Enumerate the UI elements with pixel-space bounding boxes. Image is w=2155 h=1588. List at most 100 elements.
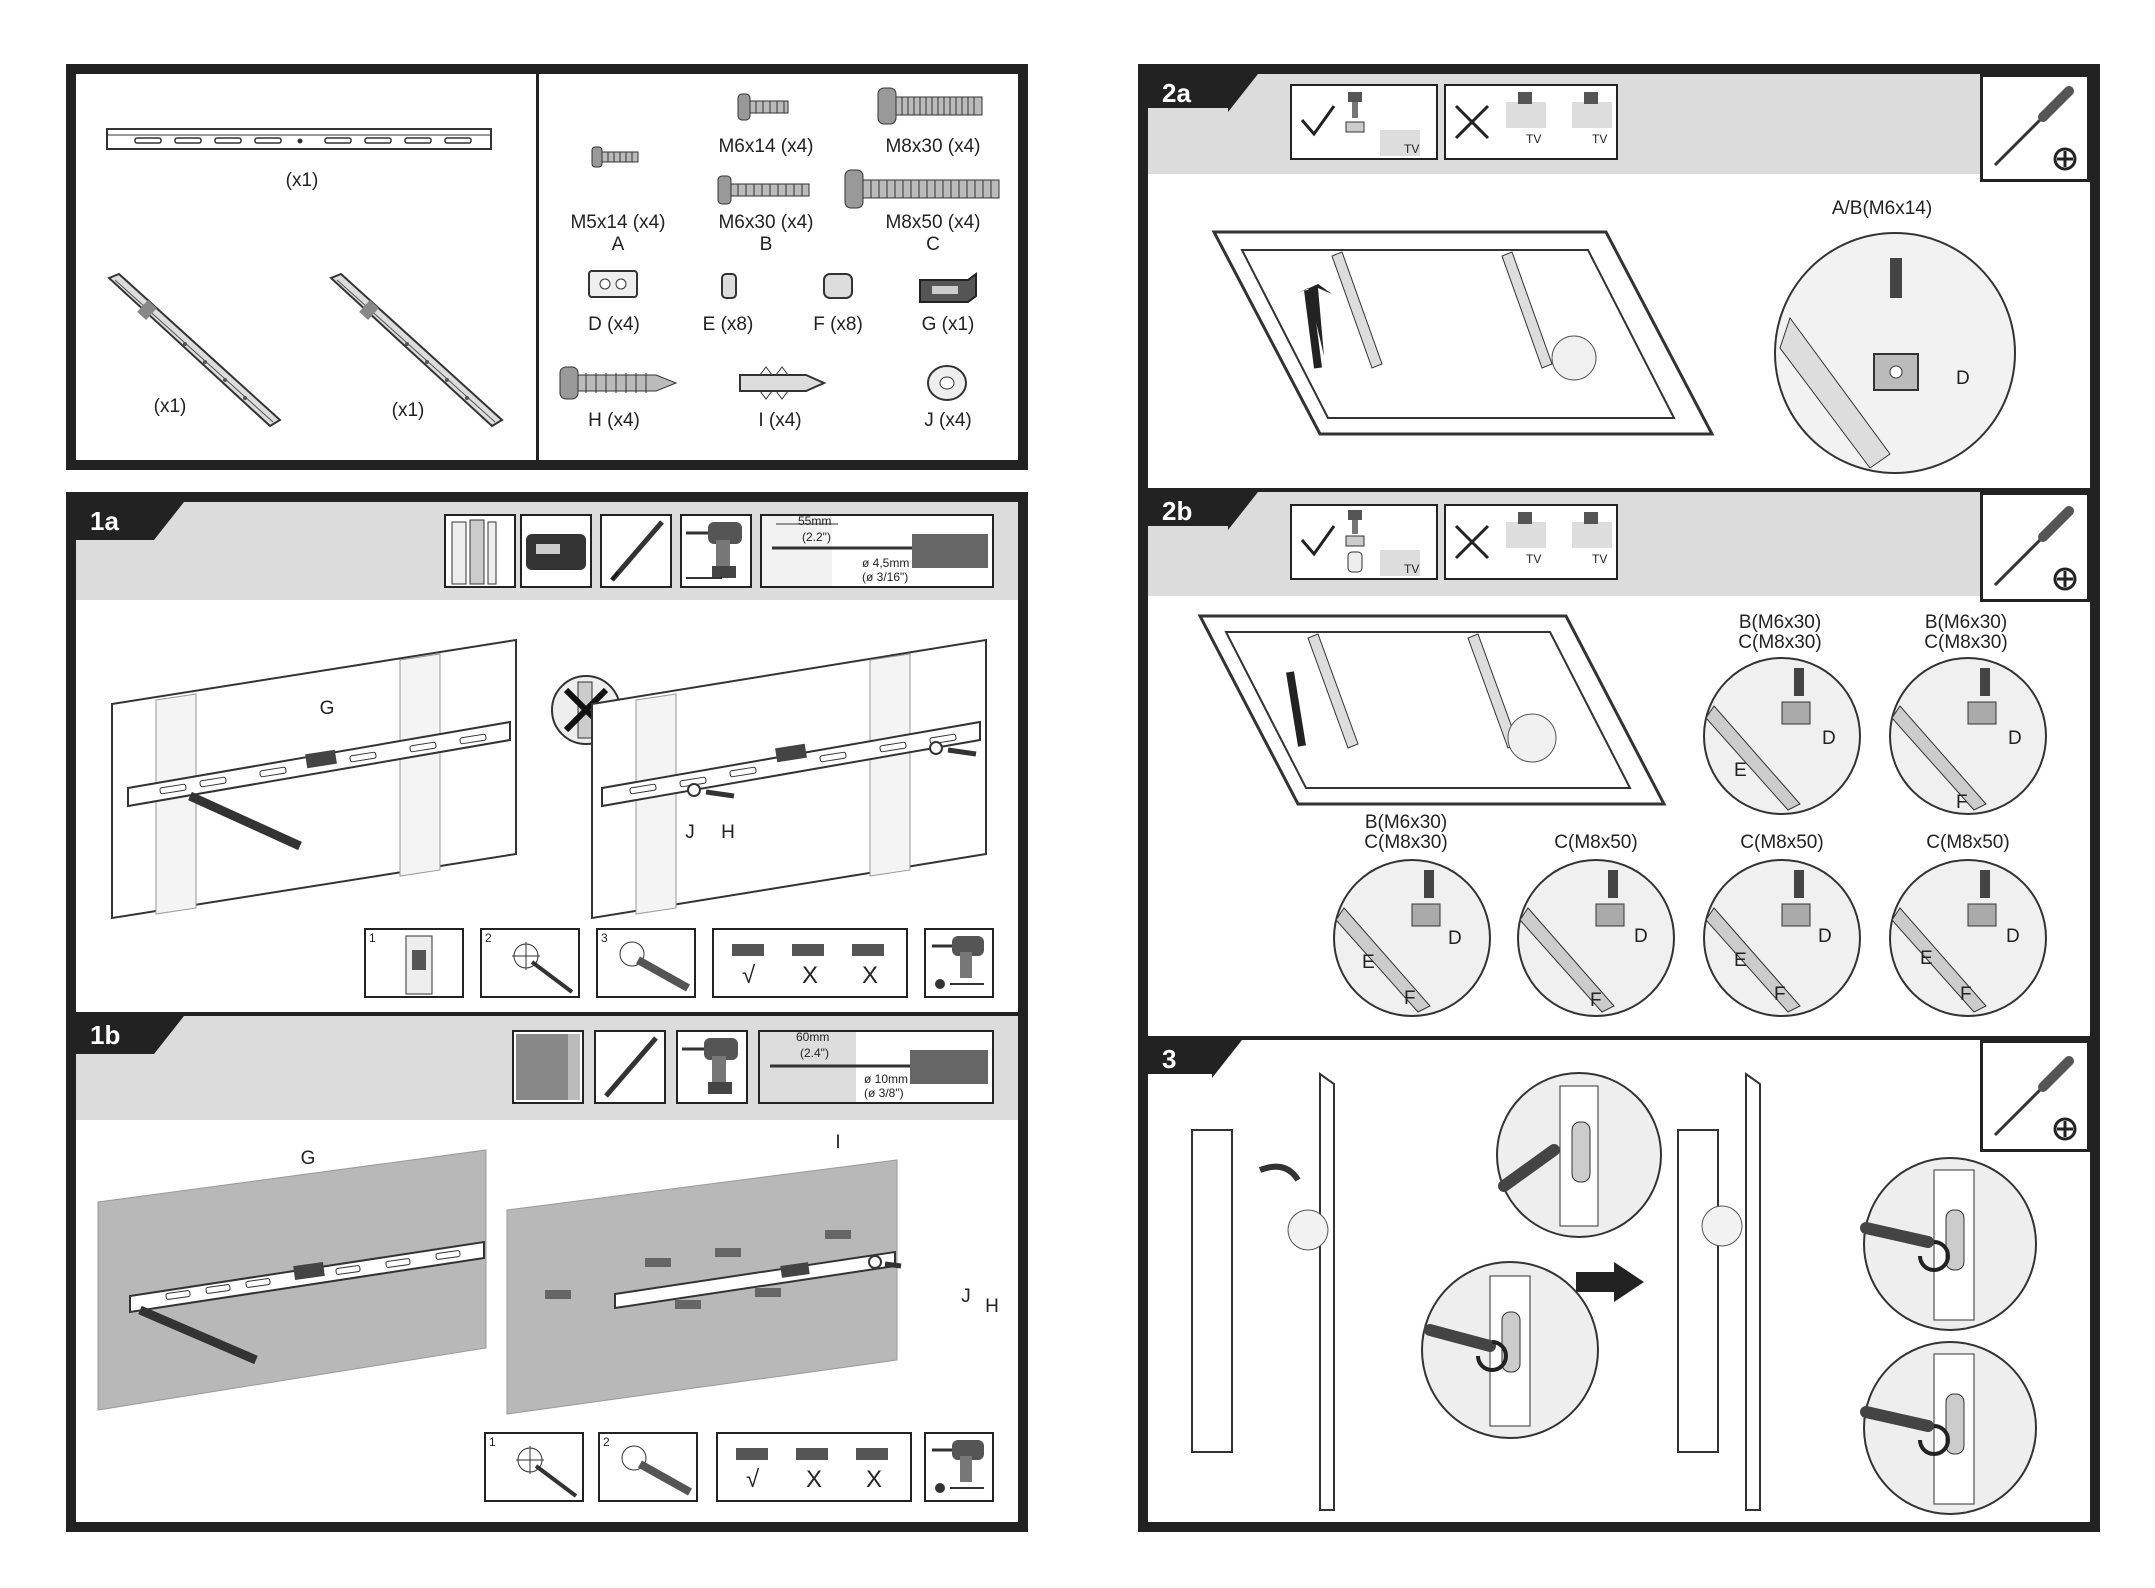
label-d-2b: D	[1818, 926, 1832, 947]
screw-m8x30-drawing	[877, 87, 983, 125]
step-1a-tab: 1a	[76, 502, 184, 540]
circle-6-line-1: C(M8x50)	[1926, 832, 2010, 853]
screwdriver-icon	[1980, 492, 2090, 602]
label-d-2b: D	[1448, 928, 1462, 949]
tv-arm-left-drawing	[107, 272, 282, 428]
bracket-detail-lift	[1496, 1072, 1662, 1238]
detail-circle-2a	[1774, 232, 2016, 474]
label-f-2b: F	[1774, 984, 1786, 1005]
spacer-e-drawing	[721, 273, 737, 299]
circle-1-line-2: C(M8x30)	[1738, 632, 1822, 653]
spacer-plate-d-drawing	[588, 270, 638, 298]
screw-m6x30-label: M6x30 (x4)	[718, 212, 814, 233]
level-mark-bad-2: X	[866, 1466, 883, 1493]
tv-label: TV	[1592, 132, 1608, 146]
tv-back-2a	[1211, 230, 1715, 436]
incorrect-mount-box-2b: TV TV	[1444, 504, 1618, 580]
circle-5-line-1: C(M8x50)	[1740, 832, 1824, 853]
circle-2-line-1: B(M6x30)	[1924, 612, 2008, 633]
drill-icon	[680, 514, 752, 588]
label-f-2b: F	[1960, 984, 1972, 1005]
hardware-f-label: F (x8)	[813, 314, 863, 335]
drill-dia-1a: ø 4,5mm	[862, 556, 910, 570]
washer-j-drawing	[927, 365, 967, 401]
screw-stack-icon	[1345, 92, 1420, 156]
detail-circle-2b-4	[1517, 859, 1675, 1017]
drill-icon	[924, 928, 994, 998]
correct-mount-box-2a: TV	[1290, 84, 1438, 160]
drill-dia-1b: ø 10mm	[864, 1072, 909, 1086]
label-e-2b: E	[1920, 948, 1933, 969]
circle-2-line-2: C(M8x30)	[1924, 632, 2008, 653]
label-d-2b: D	[2008, 728, 2022, 749]
bracket-detail-tighten-left	[1421, 1261, 1599, 1439]
screw-c-letter: C	[926, 234, 940, 255]
tv-label: TV	[1526, 552, 1542, 566]
sub-step-number: 1	[489, 1435, 496, 1449]
label-j-1b: J	[961, 1286, 971, 1307]
screw-a-letter: A	[611, 234, 625, 255]
label-e-2b: E	[1734, 760, 1747, 781]
sub-step-number: 1	[369, 931, 376, 945]
step-1a-sub-3: 3	[596, 928, 696, 998]
label-j-1a: J	[685, 822, 695, 843]
tool-stud-finder	[520, 514, 592, 588]
screw-m8x30-label: M8x30 (x4)	[885, 136, 981, 157]
drill-depth-diagram-1a: 55mm (2.2") ø 4,5mm (ø 3/16")	[760, 514, 994, 588]
pencil-icon	[600, 514, 672, 588]
circle-1-line-1: B(M6x30)	[1738, 612, 1822, 633]
step-3-divider	[1148, 1036, 2090, 1040]
hardware-d-label: D (x4)	[588, 314, 640, 335]
level-check-1b: √ X X	[716, 1432, 912, 1502]
hardware-i-label: I (x4)	[758, 410, 802, 431]
label-d-2b: D	[2006, 926, 2020, 947]
hardware-h-label: H (x4)	[588, 410, 640, 431]
screw-m5x14-label: M5x14 (x4)	[570, 212, 666, 233]
screw-a-drawing	[591, 146, 639, 168]
circle-4-line-1: C(M8x50)	[1554, 832, 1638, 853]
drill-icon	[676, 1030, 748, 1104]
arm-right-quantity: (x1)	[391, 400, 425, 421]
label-d-2b: D	[1634, 926, 1648, 947]
cross-icon	[1454, 524, 1490, 560]
label-f-2b: F	[1404, 988, 1416, 1009]
tv-arm-right-drawing	[329, 272, 504, 428]
screw-label-2a: A/B(M6x14)	[1831, 198, 1933, 219]
level-mark-bad-1: X	[806, 1466, 823, 1493]
screw-m8x50-label: M8x50 (x4)	[885, 212, 981, 233]
hardware-j-label: J (x4)	[924, 410, 972, 431]
label-g-1a: G	[319, 698, 335, 719]
hardware-g-label: G (x1)	[921, 314, 975, 335]
arm-left-quantity: (x1)	[153, 396, 187, 417]
anchor-i-drawing	[739, 366, 827, 400]
level-mark-bad-2: X	[862, 962, 879, 989]
rail-quantity: (x1)	[285, 170, 319, 191]
label-h-1b: H	[985, 1296, 999, 1317]
tool-wood-stud	[444, 514, 516, 588]
screw-m6x14-label: M6x14 (x4)	[718, 136, 814, 157]
wood-wall-install-right	[591, 638, 987, 920]
detail-circle-2b-2	[1889, 657, 2047, 815]
detail-circle-2b-6	[1889, 859, 2047, 1017]
detail-circle-2b-5	[1703, 859, 1861, 1017]
label-h-1a: H	[721, 822, 735, 843]
pencil-icon	[594, 1030, 666, 1104]
bracket-detail-tighten-right-bottom	[1860, 1341, 2037, 1515]
level-mark-bad-1: X	[802, 962, 819, 989]
wood-wall-install-left	[111, 638, 517, 920]
label-i-1b: I	[835, 1132, 841, 1153]
step-3-tab: 3	[1148, 1040, 1242, 1078]
tv-label: TV	[1526, 132, 1542, 146]
screw-b-drawing	[717, 175, 810, 205]
incorrect-mount-box-2a: TV TV	[1444, 84, 1618, 160]
step-2b-tab: 2b	[1148, 492, 1258, 530]
tv-label: TV	[1404, 562, 1420, 576]
drill-depth-1a: 55mm	[798, 514, 832, 528]
label-d-2a: D	[1956, 368, 1970, 389]
drill-icon	[924, 1432, 994, 1502]
wall-tv-hang-right	[1677, 1072, 1761, 1511]
drill-depth-diagram-1b: 60mm (2.4") ø 10mm (ø 3/8")	[758, 1030, 994, 1104]
spacer-f-drawing	[823, 273, 853, 299]
check-icon	[1300, 105, 1336, 137]
label-f-2b: F	[1590, 990, 1602, 1011]
